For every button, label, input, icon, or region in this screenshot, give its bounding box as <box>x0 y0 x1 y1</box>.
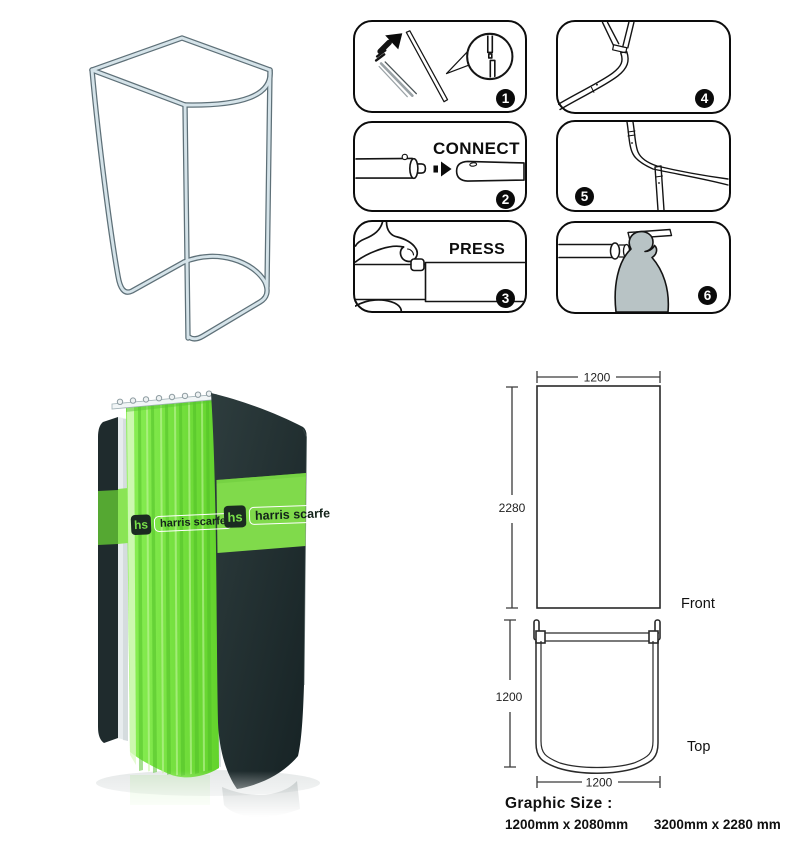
graphic-size-value-1: 1200mm x 2080mm <box>505 817 629 832</box>
top-view-label: Top <box>687 739 710 755</box>
graphic-size-value-2: 3200mm x 2280 mm <box>653 817 781 832</box>
assembly-step-panel-1: 1 <box>353 20 527 113</box>
tube-rail <box>558 243 614 259</box>
pole-long <box>405 30 449 103</box>
tube-left <box>355 157 414 179</box>
curtain-hooks <box>116 390 213 405</box>
brand-name-text: harris scarfe <box>248 504 337 526</box>
assembly-step-panel-6: 6 <box>556 221 731 314</box>
brand-abbr-badge: hs <box>223 505 247 528</box>
frame-tubes <box>89 35 273 342</box>
front-view-label: Front <box>681 596 715 612</box>
step-3-badge: 3 <box>496 289 515 308</box>
right-panel <box>211 393 307 789</box>
tube-vertical <box>654 165 665 210</box>
assembly-step-panel-4: 4 <box>556 20 731 114</box>
front-width-dim: 1200 <box>584 371 611 385</box>
arrow-right-icon <box>433 165 438 173</box>
magnifier-circle-icon <box>466 32 514 81</box>
frame-tubes <box>90 36 272 341</box>
brand-abbr-badge: hs <box>130 514 152 536</box>
step-4-badge: 4 <box>695 89 714 108</box>
step-5-badge: 5 <box>575 187 594 206</box>
step-2-badge: 2 <box>496 190 515 209</box>
step-6-badge: 6 <box>698 286 717 305</box>
graphic-size-block: Graphic Size : 1200mm x 2080mm 3200mm x … <box>505 795 781 832</box>
assembly-step-panel-3: PRESS 3 <box>353 220 527 313</box>
top-view-outline <box>535 641 659 774</box>
curtain-folds <box>138 399 212 776</box>
arrow-icon <box>377 39 392 55</box>
left-band-wrap <box>98 490 118 545</box>
brand-name-text: harris scarfe <box>153 512 233 533</box>
pole-small <box>379 62 414 97</box>
dimension-diagram: 1200 2280 Front 1200 1200 Top <box>496 371 715 790</box>
curtain-hook-fabric <box>614 230 670 312</box>
assembly-step-panel-2: CONNECT 2 <box>353 121 527 212</box>
frame-wireframe-illustration <box>89 35 273 342</box>
step-5-illustration <box>626 122 729 210</box>
tube-right <box>455 160 525 182</box>
graphic-size-heading: Graphic Size : <box>505 795 613 812</box>
tube-curve <box>559 51 629 111</box>
brand-logo-band: hs harris scarfe <box>223 502 337 528</box>
top-width-dim: 1200 <box>586 776 613 790</box>
assembly-step-panel-5: 5 <box>556 120 731 212</box>
step-1-illustration <box>374 30 514 103</box>
step-4-illustration <box>558 22 635 111</box>
product-photo <box>88 390 328 817</box>
reflection-fade <box>88 771 328 817</box>
step-2-illustration <box>355 153 525 182</box>
front-height-dim: 2280 <box>499 501 526 515</box>
tube-upper-right <box>622 22 635 49</box>
press-label: PRESS <box>449 241 506 258</box>
tube-bend <box>632 122 729 180</box>
step-1-badge: 1 <box>496 89 515 108</box>
step-6-illustration <box>558 228 673 312</box>
left-panel-edge <box>98 417 118 743</box>
press-button <box>410 258 425 272</box>
connect-label: CONNECT <box>433 139 520 158</box>
step-3-illustration <box>355 222 525 311</box>
front-view-outline <box>536 385 661 609</box>
tube-upper-left <box>601 22 620 47</box>
panel-green-band <box>216 473 306 553</box>
top-height-dim: 1200 <box>496 690 523 704</box>
